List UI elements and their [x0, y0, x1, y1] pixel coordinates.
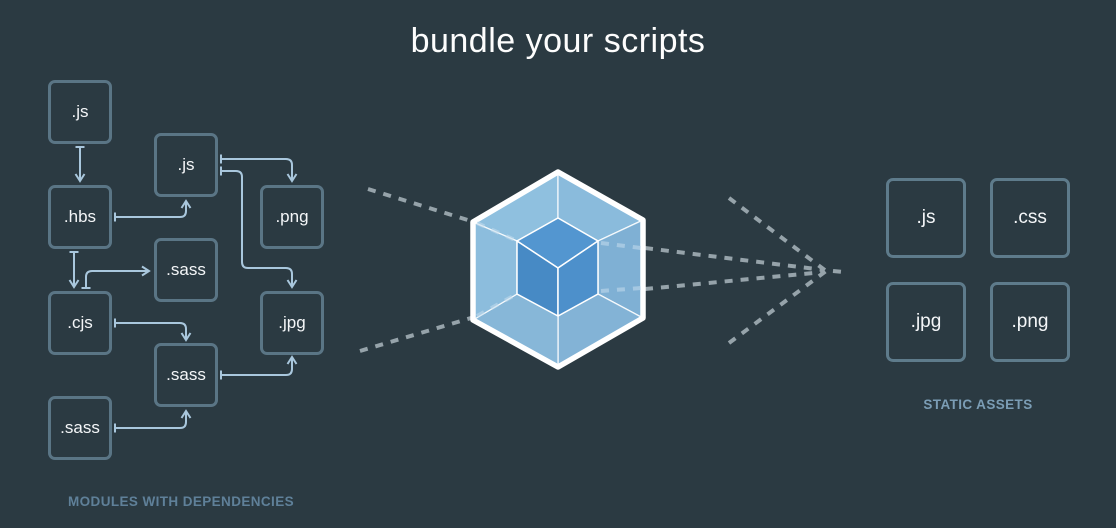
static-assets-caption: STATIC ASSETS	[923, 397, 1033, 412]
file-box-sass-3: .sass	[48, 396, 112, 460]
dashed-line-out-top	[644, 246, 825, 272]
file-box-jpg: .jpg	[260, 291, 324, 355]
file-box-png: .png	[260, 185, 324, 249]
edge-sass2-jpg	[220, 355, 298, 380]
cube-shell	[471, 170, 645, 369]
edge-cjs-sass2	[114, 318, 192, 342]
dashed-line-out-bottom	[644, 270, 825, 291]
file-box-hbs: .hbs	[48, 185, 112, 249]
edge-cjs-sass1	[81, 265, 151, 289]
file-box-sass-2: .sass	[154, 343, 218, 407]
dashed-tip	[832, 269, 844, 274]
page-title: bundle your scripts	[410, 22, 706, 60]
cube-inner	[516, 217, 599, 317]
dashed-chevron-bottom	[727, 269, 828, 345]
asset-box-css: .css	[990, 178, 1070, 258]
dashed-line-in-bottom	[359, 316, 472, 353]
edge-js2-jpg	[220, 166, 298, 289]
dashed-chevron-top	[727, 196, 828, 273]
asset-box-jpg: .jpg	[886, 282, 966, 362]
file-box-js-2: .js	[154, 133, 218, 197]
flow-dashed-lines-inside-cube	[476, 221, 642, 318]
asset-box-png: .png	[990, 282, 1070, 362]
cube-outline	[470, 169, 646, 370]
file-box-js-1: .js	[48, 80, 112, 144]
modules-caption: MODULES WITH DEPENDENCIES	[68, 494, 295, 509]
edge-hbs-js2	[114, 199, 192, 222]
dependency-arrows	[68, 146, 298, 433]
file-box-sass-1: .sass	[154, 238, 218, 302]
dashed-line-in-top	[367, 187, 472, 223]
webpack-logo-icon	[470, 169, 646, 370]
file-box-cjs: .cjs	[48, 291, 112, 355]
flow-dashed-lines	[359, 187, 844, 353]
edge-sass3-sass2	[114, 409, 192, 433]
edge-js2-png	[220, 154, 298, 183]
asset-box-js: .js	[886, 178, 966, 258]
